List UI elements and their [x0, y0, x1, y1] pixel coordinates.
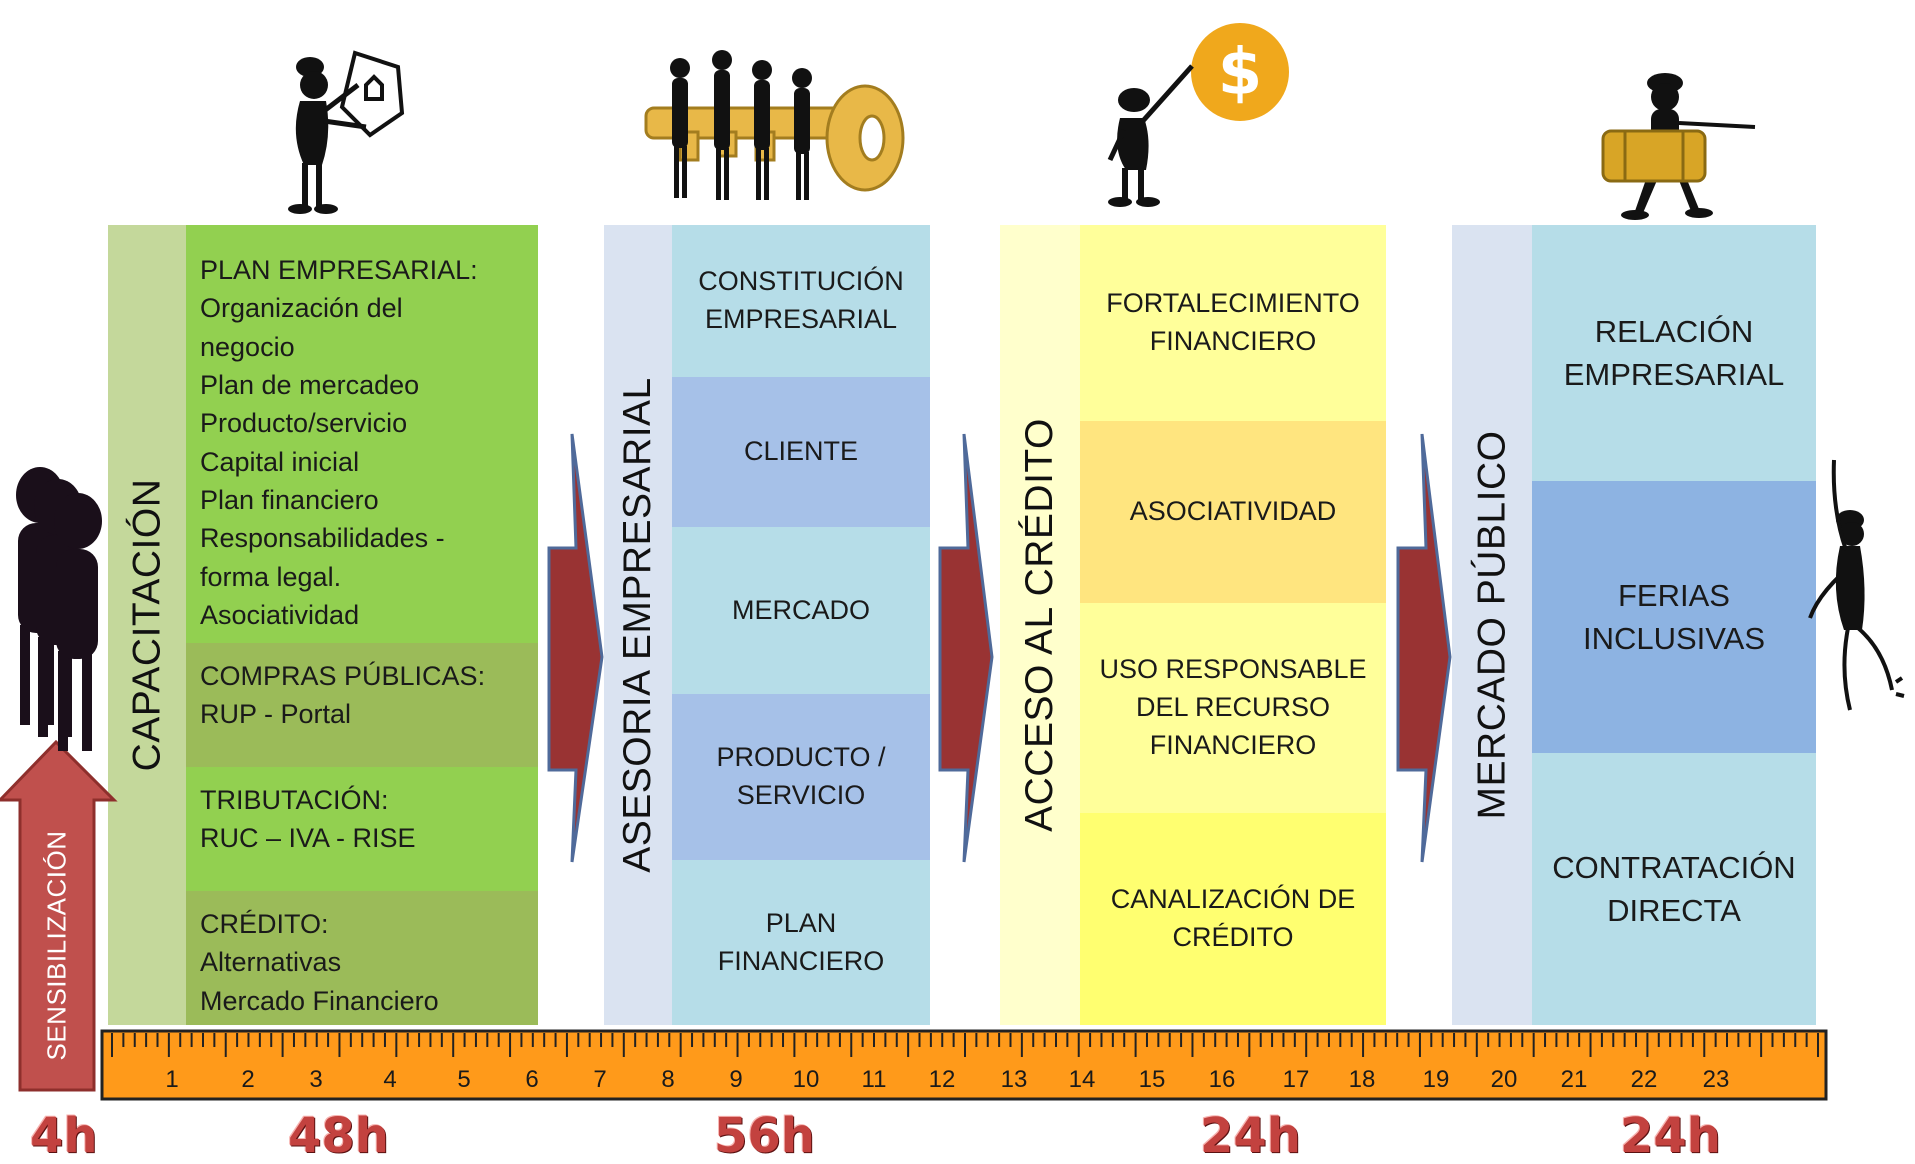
hours-sensibilizacion: 4h: [30, 1108, 98, 1164]
mercado-item-ferias: FERIAS INCLUSIVAS: [1532, 481, 1816, 753]
credito-item-fortalecimiento: FORTALECIMIENTO FINANCIERO: [1080, 225, 1386, 421]
capacitacion-item-credito: CRÉDITO: Alternativas Mercado Financiero: [186, 891, 538, 1025]
people-key-icon: [644, 50, 905, 200]
ruler-number: 7: [593, 1066, 606, 1093]
hours-mercado: 24h: [1620, 1108, 1721, 1164]
asesoria-item-producto: PRODUCTO / SERVICIO: [672, 694, 930, 860]
person-suitcase-icon: [1601, 73, 1756, 220]
mercado-band: [1452, 225, 1532, 1025]
arrow-right-icon: [1396, 433, 1452, 863]
mercado-item-relacion: RELACIÓN EMPRESARIAL: [1532, 225, 1816, 481]
ruler-number: 16: [1209, 1066, 1236, 1093]
ruler-number: 15: [1139, 1066, 1166, 1093]
ruler-number: 12: [929, 1066, 956, 1093]
ruler-number: 19: [1423, 1066, 1450, 1093]
asesoria-item-mercado: MERCADO: [672, 527, 930, 694]
ruler-number: 20: [1491, 1066, 1518, 1093]
ruler-number: 1: [165, 1066, 178, 1093]
ruler-number: 4: [383, 1066, 396, 1093]
ruler-number: 3: [309, 1066, 322, 1093]
ruler-number: 14: [1069, 1066, 1096, 1093]
ruler-number: 17: [1283, 1066, 1310, 1093]
people-queue-icon: [16, 467, 102, 751]
ruler-number: 13: [1001, 1066, 1028, 1093]
hours-credito: 24h: [1200, 1108, 1301, 1164]
person-money-icon: $: [1107, 17, 1290, 207]
mercado-label: MERCADO PÚBLICO: [1470, 430, 1513, 820]
asesoria-item-cliente: CLIENTE: [672, 377, 930, 527]
credito-label: ACCESO AL CRÉDITO: [1018, 418, 1061, 832]
credito-item-asociatividad: ASOCIATIVIDAD: [1080, 421, 1386, 603]
ruler-number: 23: [1703, 1066, 1730, 1093]
ruler-number: 8: [661, 1066, 674, 1093]
capacitacion-item-compras-publicas: COMPRAS PÚBLICAS: RUP - Portal: [186, 643, 538, 767]
svg-text:$: $: [1218, 36, 1263, 110]
capacitacion-item-plan-empresarial: PLAN EMPRESARIAL: Organización del negoc…: [186, 225, 538, 643]
ruler-number: 2: [241, 1066, 254, 1093]
asesoria-band: [604, 225, 672, 1025]
arrow-right-icon: [938, 433, 994, 863]
sensibilizacion-label: SENSIBILIZACIÓN: [41, 830, 72, 1060]
ruler-number: 5: [457, 1066, 470, 1093]
credito-band: [1000, 225, 1080, 1025]
ruler-number: 10: [793, 1066, 820, 1093]
mercado-item-contratacion: CONTRATACIÓN DIRECTA: [1532, 753, 1816, 1025]
credito-item-uso-responsable: USO RESPONSABLE DEL RECURSO FINANCIERO: [1080, 603, 1386, 813]
hours-asesoria: 56h: [714, 1108, 815, 1164]
ruler-number: 21: [1561, 1066, 1588, 1093]
capacitacion-label: CAPACITACIÓN: [125, 478, 168, 772]
ruler-number: 22: [1631, 1066, 1658, 1093]
asesoria-item-plan-financiero: PLAN FINANCIERO: [672, 860, 930, 1025]
asesoria-item-constitucion: CONSTITUCIÓN EMPRESARIAL: [672, 225, 930, 377]
capacitacion-item-tributacion: TRIBUTACIÓN: RUC – IVA - RISE: [186, 767, 538, 891]
ruler-ticks: [111, 1033, 1819, 1057]
person-house-sign-icon: [288, 50, 405, 214]
hours-capacitacion: 48h: [288, 1108, 389, 1164]
asesoria-label: ASESORIA EMPRESARIAL: [616, 377, 660, 873]
ruler-number: 9: [729, 1066, 742, 1093]
person-celebrating-icon: [1808, 459, 1905, 711]
ruler-number: 11: [862, 1066, 887, 1093]
credito-item-canalizacion: CANALIZACIÓN DE CRÉDITO: [1080, 813, 1386, 1025]
ruler-number: 6: [525, 1066, 538, 1093]
arrow-right-icon: [547, 433, 604, 863]
capacitacion-band: [108, 225, 186, 1025]
ruler-number: 18: [1349, 1066, 1376, 1093]
